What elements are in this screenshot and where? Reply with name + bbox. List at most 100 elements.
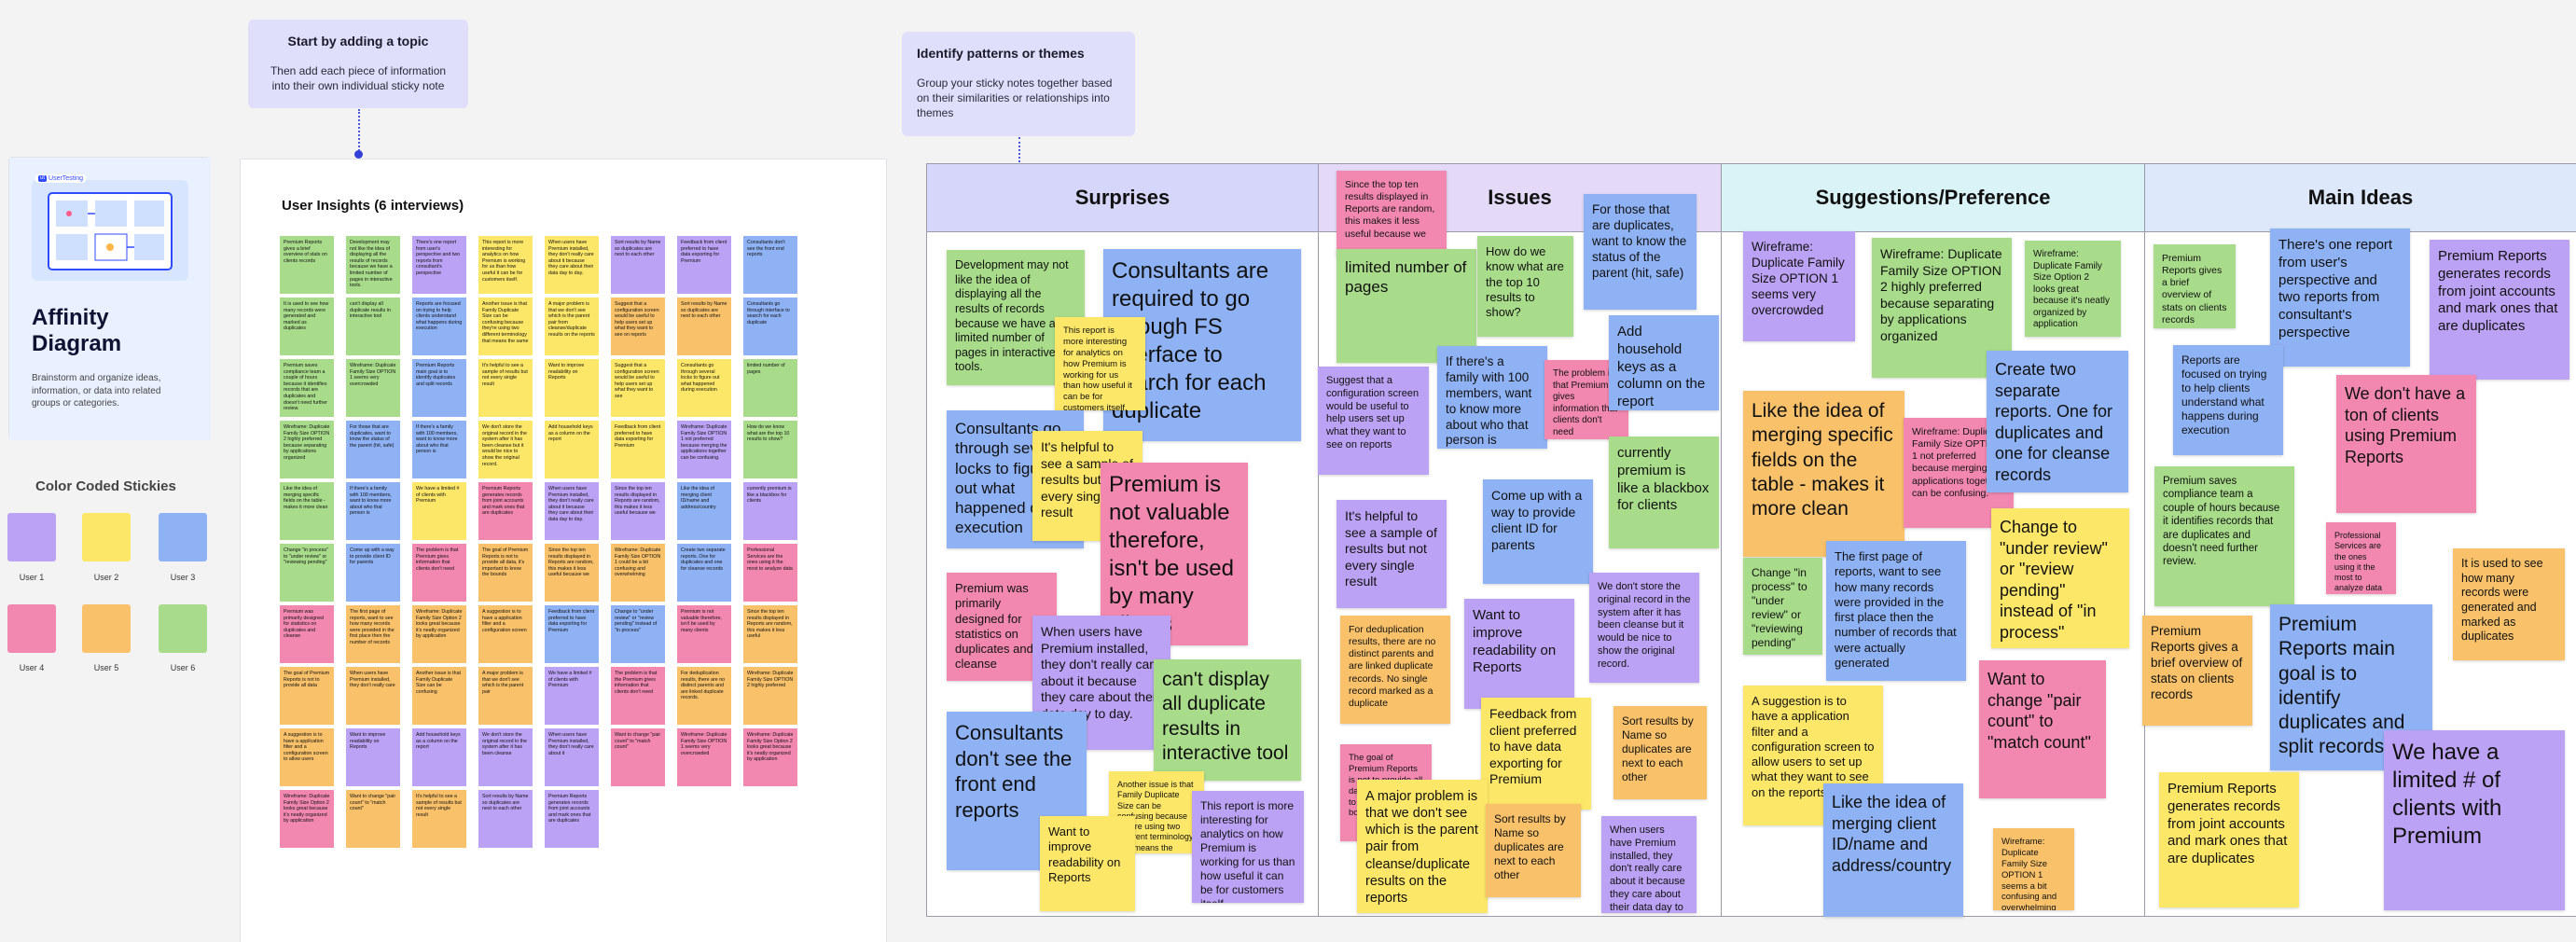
insight-sticky-note[interactable]: A suggestion is to have a application fi…	[478, 605, 533, 663]
board-sticky-note[interactable]: The first page of reports, want to see h…	[1826, 541, 1966, 681]
board-sticky-note[interactable]: This report is more interesting for anal…	[1055, 317, 1145, 410]
insight-sticky-note[interactable]: Another issue is that Family Duplicate S…	[478, 298, 533, 355]
insight-sticky-note[interactable]: Want to change "pair count" to "match co…	[611, 728, 665, 786]
board-sticky-note[interactable]: Wireframe: Duplicate Family Size OPTION …	[1993, 828, 2074, 910]
insight-sticky-note[interactable]: We have a limited # of clients with Prem…	[412, 482, 466, 540]
insight-sticky-note[interactable]: Wireframe: Duplicate Family Size OPTION …	[677, 728, 731, 786]
board-sticky-note[interactable]: Professional Services are the ones using…	[2326, 522, 2396, 594]
board-sticky-note[interactable]: Feedback from client preferred to have d…	[1481, 698, 1591, 810]
insight-sticky-note[interactable]: We don't store the original record in th…	[478, 421, 533, 478]
board-sticky-note[interactable]: This report is more interesting for anal…	[1192, 791, 1304, 903]
insight-sticky-note[interactable]: If there's a family with 100 members, wa…	[346, 482, 400, 540]
insight-sticky-note[interactable]: Premium Reports gives a brief overview o…	[280, 236, 334, 294]
board-sticky-note[interactable]: limited number of pages	[1336, 249, 1476, 363]
board-sticky-note[interactable]: A major problem is that we don't see whi…	[1357, 780, 1488, 913]
board-sticky-note[interactable]: Like the idea of merging specific fields…	[1743, 391, 1904, 557]
board-sticky-note[interactable]: Premium Reports generates records from j…	[2430, 240, 2569, 380]
insight-sticky-note[interactable]: Consultants go through interface to sear…	[743, 298, 797, 355]
insight-sticky-note[interactable]: For those that are duplicates, want to k…	[346, 421, 400, 478]
insight-sticky-note[interactable]: If there's a family with 100 members, wa…	[412, 421, 466, 478]
insight-sticky-note[interactable]: Feedback from client preferred to have d…	[545, 605, 599, 663]
insight-sticky-note[interactable]: Wireframe: Duplicate Family Size OPTION …	[743, 667, 797, 725]
board-sticky-note[interactable]: Another issue is that Family Duplicate S…	[1109, 771, 1204, 853]
board-sticky-note[interactable]: Premium Reports generates records from j…	[2159, 772, 2299, 907]
board-sticky-note[interactable]: We have a limited # of clients with Prem…	[2384, 730, 2565, 910]
board-sticky-note[interactable]: We don't have a ton of clients using Pre…	[2336, 375, 2476, 513]
board-sticky-note[interactable]: Sort results by Name so duplicates are n…	[1486, 804, 1581, 897]
board-sticky-note[interactable]: Wireframe: Duplicate Family Size OPTION …	[1904, 418, 2014, 528]
board-sticky-note[interactable]: Since the top ten results displayed in R…	[1336, 171, 1447, 256]
insight-sticky-note[interactable]: Feedback from client preferred to have d…	[677, 236, 731, 294]
insight-sticky-note[interactable]: Sort results by Name so duplicates are n…	[611, 236, 665, 294]
insight-sticky-note[interactable]: Another issue is that Family Duplicate S…	[412, 667, 466, 725]
board-sticky-note[interactable]: Like the idea of merging client ID/name …	[1823, 783, 1963, 917]
insight-sticky-note[interactable]: When users have Premium installed, they …	[346, 667, 400, 725]
insight-sticky-note[interactable]: How do we know what are the top 10 resul…	[743, 421, 797, 478]
board-sticky-note[interactable]: A suggestion is to have a application fi…	[1743, 686, 1883, 825]
insight-sticky-note[interactable]: Create two separate reports. One for dup…	[677, 544, 731, 602]
insight-sticky-note[interactable]: Consultants don't see the front end repo…	[743, 236, 797, 294]
insight-sticky-note[interactable]: Wireframe: Duplicate Family Size Option …	[412, 605, 466, 663]
insight-sticky-note[interactable]: When users have Premium installed, they …	[545, 728, 599, 786]
insight-sticky-note[interactable]: Wireframe: Duplicate Family Size OPTION …	[611, 544, 665, 602]
insight-sticky-note[interactable]: Premium Reports main goal is to identify…	[412, 359, 466, 417]
insight-sticky-note[interactable]: Add household keys as a column on the re…	[412, 728, 466, 786]
board-sticky-note[interactable]: When users have Premium installed, they …	[1601, 816, 1697, 913]
insight-sticky-note[interactable]: Sort results by Name so duplicates are n…	[478, 790, 533, 848]
insight-sticky-note[interactable]: Professional Services are the ones using…	[743, 544, 797, 602]
insight-sticky-note[interactable]: Reports are focused on trying to help cl…	[412, 298, 466, 355]
insight-sticky-note[interactable]: Premium Reports generates records from j…	[545, 790, 599, 848]
board-sticky-note[interactable]: We don't store the original record in th…	[1589, 573, 1699, 683]
insight-sticky-note[interactable]: It's helpful to see a sample of results …	[478, 359, 533, 417]
insight-sticky-note[interactable]: We have a limited # of clients with Prem…	[545, 667, 599, 725]
insight-sticky-note[interactable]: Premium was primarily designed for stati…	[280, 605, 334, 663]
board-sticky-note[interactable]: Sort results by Name so duplicates are n…	[1613, 706, 1707, 799]
insight-sticky-note[interactable]: limited number of pages	[743, 359, 797, 417]
board-sticky-note[interactable]: Premium Reports gives a brief overview o…	[2154, 244, 2236, 328]
board-sticky-note[interactable]: Want to change "pair count" to "match co…	[1979, 660, 2106, 798]
insight-sticky-note[interactable]: Suggest that a configuration screen woul…	[611, 298, 665, 355]
insight-sticky-note[interactable]: For deduplication results, there are no …	[677, 667, 731, 725]
board-sticky-note[interactable]: Wireframe: Duplicate Family Size OPTION …	[1743, 231, 1855, 341]
board-sticky-note[interactable]: If there's a family with 100 members, wa…	[1437, 346, 1547, 449]
insight-sticky-note[interactable]: Sort results by Name so duplicates are n…	[677, 298, 731, 355]
insight-sticky-note[interactable]: Premium Reports generates records from j…	[478, 482, 533, 540]
board-sticky-note[interactable]: Reports are focused on trying to help cl…	[2173, 345, 2283, 455]
insight-sticky-note[interactable]: Add household keys as a column on the re…	[545, 421, 599, 478]
insight-sticky-note[interactable]: Wireframe: Duplicate Family Size Option …	[280, 790, 334, 848]
insight-sticky-note[interactable]: The first page of reports, want to see h…	[346, 605, 400, 663]
board-sticky-note[interactable]: Change "in process" to "under review" or…	[1743, 558, 1822, 655]
insight-sticky-note[interactable]: It's helpful to see a sample of results …	[412, 790, 466, 848]
board-sticky-note[interactable]: Want to improve readability on Reports	[1464, 599, 1574, 709]
insight-sticky-note[interactable]: The goal of Premium Reports is not to pr…	[280, 667, 334, 725]
board-sticky-note[interactable]: For deduplication results, there are no …	[1340, 616, 1450, 724]
insight-sticky-note[interactable]: currently premium is like a blackbox for…	[743, 482, 797, 540]
board-sticky-note[interactable]: Premium saves compliance team a couple o…	[2154, 466, 2294, 606]
insight-sticky-note[interactable]: Premium saves compliance team a couple o…	[280, 359, 334, 417]
insight-sticky-note[interactable]: This report is more interesting for anal…	[478, 236, 533, 294]
insight-sticky-note[interactable]: Wireframe: Duplicate Family Size OPTION …	[280, 421, 334, 478]
insight-sticky-note[interactable]: Come up with a way to provide client ID …	[346, 544, 400, 602]
insight-sticky-note[interactable]: Like the idea of merging specific fields…	[280, 482, 334, 540]
insight-sticky-note[interactable]: A major problem is that we don't see whi…	[478, 667, 533, 725]
board-sticky-note[interactable]: Wireframe: Duplicate Family Size Option …	[2025, 241, 2121, 337]
insight-sticky-note[interactable]: Wireframe: Duplicate Family Size OPTION …	[346, 359, 400, 417]
insight-sticky-note[interactable]: When users have Premium installed, they …	[545, 482, 599, 540]
insight-sticky-note[interactable]: A suggestion is to have a application fi…	[280, 728, 334, 786]
insight-sticky-note[interactable]: There's one report from user's perspecti…	[412, 236, 466, 294]
insight-sticky-note[interactable]: The problem is that the Premium gives in…	[611, 667, 665, 725]
board-sticky-note[interactable]: It's helpful to see a sample of results …	[1336, 500, 1447, 608]
insight-sticky-note[interactable]: Like the idea of merging client ID/name …	[677, 482, 731, 540]
insight-sticky-note[interactable]: Development may not like the idea of dis…	[346, 236, 400, 294]
insight-sticky-note[interactable]: A major problem is that we don't see whi…	[545, 298, 599, 355]
board-sticky-note[interactable]: Premium Reports gives a brief overview o…	[2142, 616, 2252, 726]
insight-sticky-note[interactable]: We don't store the original record in th…	[478, 728, 533, 786]
insight-sticky-note[interactable]: can't display all duplicate results in i…	[346, 298, 400, 355]
insight-sticky-note[interactable]: The problem is that Premium gives inform…	[412, 544, 466, 602]
insight-sticky-note[interactable]: Since the top ten results displayed in R…	[611, 482, 665, 540]
insight-sticky-note[interactable]: Since the top ten results displayed in R…	[545, 544, 599, 602]
insight-sticky-note[interactable]: When users have Premium installed, they …	[545, 236, 599, 294]
insight-sticky-note[interactable]: Wireframe: Duplicate Family Size OPTION …	[677, 421, 731, 478]
board-sticky-note[interactable]: There's one report from user's perspecti…	[2270, 229, 2410, 367]
board-sticky-note[interactable]: Premium is not valuable therefore, isn't…	[1101, 463, 1248, 645]
